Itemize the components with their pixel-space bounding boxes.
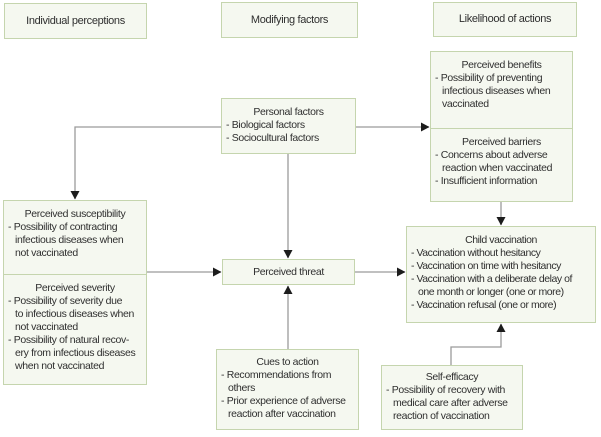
bullet-continuation: not vaccinated (15, 247, 78, 259)
box-title: Child vaccination (465, 234, 537, 246)
cell-perceived-susceptibility: Perceived susceptibility - Possibility o… (4, 201, 146, 274)
box-child-vaccination: Child vaccination - Vaccination without … (406, 226, 596, 323)
bullet-continuation: vaccinated (442, 98, 489, 110)
bullet-line: - Possibility of recovery with (386, 384, 506, 396)
bullet-line: - Concerns about adverse (435, 149, 548, 161)
bullet-continuation: ery from infectious diseases (15, 347, 136, 359)
bullet-line: - Sociocultural factors (226, 132, 319, 144)
box-title: Perceived severity (35, 282, 115, 294)
bullet-line: - Possibility of severity due (8, 295, 123, 307)
box-title: Cues to action (256, 356, 319, 368)
bullet-line: - Vaccination with a deliberate delay of (411, 273, 572, 285)
box-title: Perceived barriers (462, 136, 541, 148)
bullet-line: - Insufficient information (435, 175, 538, 187)
header-modifying-factors: Modifying factors (221, 2, 358, 38)
cell-perceived-barriers: Perceived barriers - Concerns about adve… (431, 128, 572, 201)
bullet-continuation: reaction after vaccination (228, 408, 336, 420)
arrow-self-efficacy-to-child-vaccination (450, 323, 506, 365)
bullet-continuation: reaction when vaccinated (442, 162, 553, 174)
bullet-continuation: medical care after adverse (393, 397, 508, 409)
bullet-continuation: one month or longer (one or more) (418, 286, 564, 298)
box-benefits-barriers: Perceived benefits - Possibility of prev… (430, 51, 573, 202)
bullet-line: - Prior experience of adverse (221, 395, 346, 407)
box-perceived-threat: Perceived threat (222, 259, 355, 285)
bullet-line: - Possibility of contracting (8, 221, 118, 233)
bullet-line: - Biological factors (226, 119, 305, 131)
bullet-line: - Possibility of natural recov- (8, 334, 130, 346)
bullet-continuation: to infectious diseases when (15, 308, 134, 320)
bullet-line: - Vaccination without hesitancy (411, 247, 541, 259)
header-individual-perceptions: Individual perceptions (4, 3, 147, 39)
bullet-continuation: not vaccinated (15, 321, 78, 333)
box-susceptibility-severity: Perceived susceptibility - Possibility o… (3, 200, 147, 385)
bullet-line: - Vaccination on time with hesitancy (411, 260, 561, 272)
box-cues-to-action: Cues to action - Recommendations from ot… (216, 349, 359, 430)
bullet-continuation: reaction of vaccination (393, 410, 490, 422)
bullet-line: - Vaccination refusal (one or more) (411, 299, 557, 311)
box-title: Self-efficacy (425, 371, 479, 383)
cell-perceived-severity: Perceived severity - Possibility of seve… (4, 274, 146, 384)
cell-perceived-benefits: Perceived benefits - Possibility of prev… (431, 52, 572, 128)
bullet-continuation: when not vaccinated (15, 360, 105, 372)
bullet-line: - Possibility of preventing (435, 72, 543, 84)
bullet-line: - Recommendations from (221, 369, 332, 381)
header-likelihood-of-actions: Likelihood of actions (433, 2, 577, 37)
box-personal-factors: Personal factors - Biological factors - … (221, 98, 356, 154)
bullet-continuation: infectious diseases when (442, 85, 551, 97)
arrow-personal-to-susceptibility (70, 126, 221, 200)
box-self-efficacy: Self-efficacy - Possibility of recovery … (381, 365, 523, 430)
bullet-continuation: infectious diseases when (15, 234, 124, 246)
box-title: Perceived benefits (461, 59, 542, 71)
box-title: Personal factors (253, 106, 324, 118)
box-title: Perceived susceptibility (24, 208, 126, 220)
bullet-continuation: others (228, 382, 256, 394)
